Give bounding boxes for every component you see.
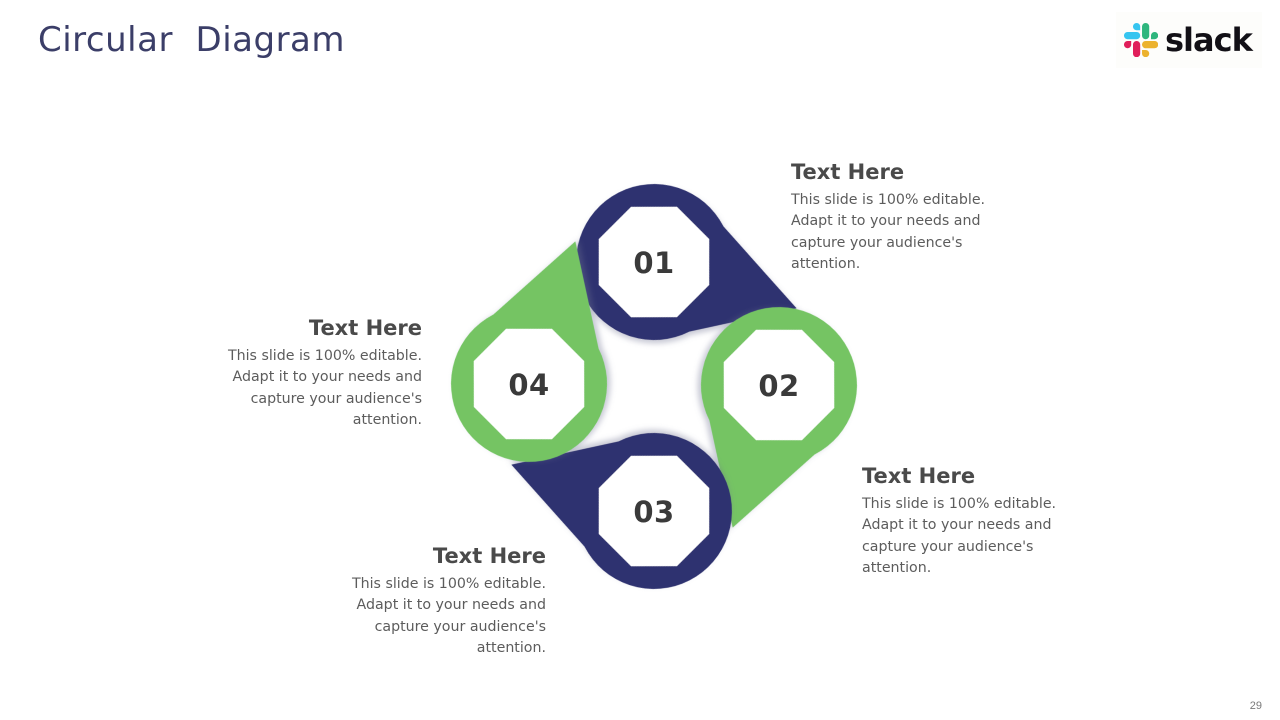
node-number-01: 01 xyxy=(633,246,675,280)
text-block-01: Text Here This slide is 100% editable. A… xyxy=(791,160,1023,275)
slack-wordmark: slack xyxy=(1165,21,1253,59)
text-block-01-heading: Text Here xyxy=(791,160,905,184)
text-block-03: Text Here This slide is 100% editable. A… xyxy=(310,544,546,659)
text-block-04-heading: Text Here xyxy=(308,316,422,340)
text-block-03-body: This slide is 100% editable. Adapt it to… xyxy=(351,576,546,656)
page-title: Circular Diagram xyxy=(38,20,346,60)
text-block-02: Text Here This slide is 100% editable. A… xyxy=(862,464,1094,579)
text-block-02-heading: Text Here xyxy=(862,464,976,488)
node-number-02: 02 xyxy=(758,369,800,403)
node-number-04: 04 xyxy=(508,368,550,402)
text-block-04-body: This slide is 100% editable. Adapt it to… xyxy=(227,348,422,428)
text-block-04: Text Here This slide is 100% editable. A… xyxy=(188,316,422,431)
text-block-03-heading: Text Here xyxy=(432,544,546,568)
slack-hash-icon xyxy=(1124,23,1158,57)
page-number: 29 xyxy=(1249,700,1262,712)
node-number-03: 03 xyxy=(633,495,675,529)
text-block-02-body: This slide is 100% editable. Adapt it to… xyxy=(862,496,1057,576)
text-block-01-body: This slide is 100% editable. Adapt it to… xyxy=(791,192,986,272)
slack-logo: slack xyxy=(1116,12,1262,68)
